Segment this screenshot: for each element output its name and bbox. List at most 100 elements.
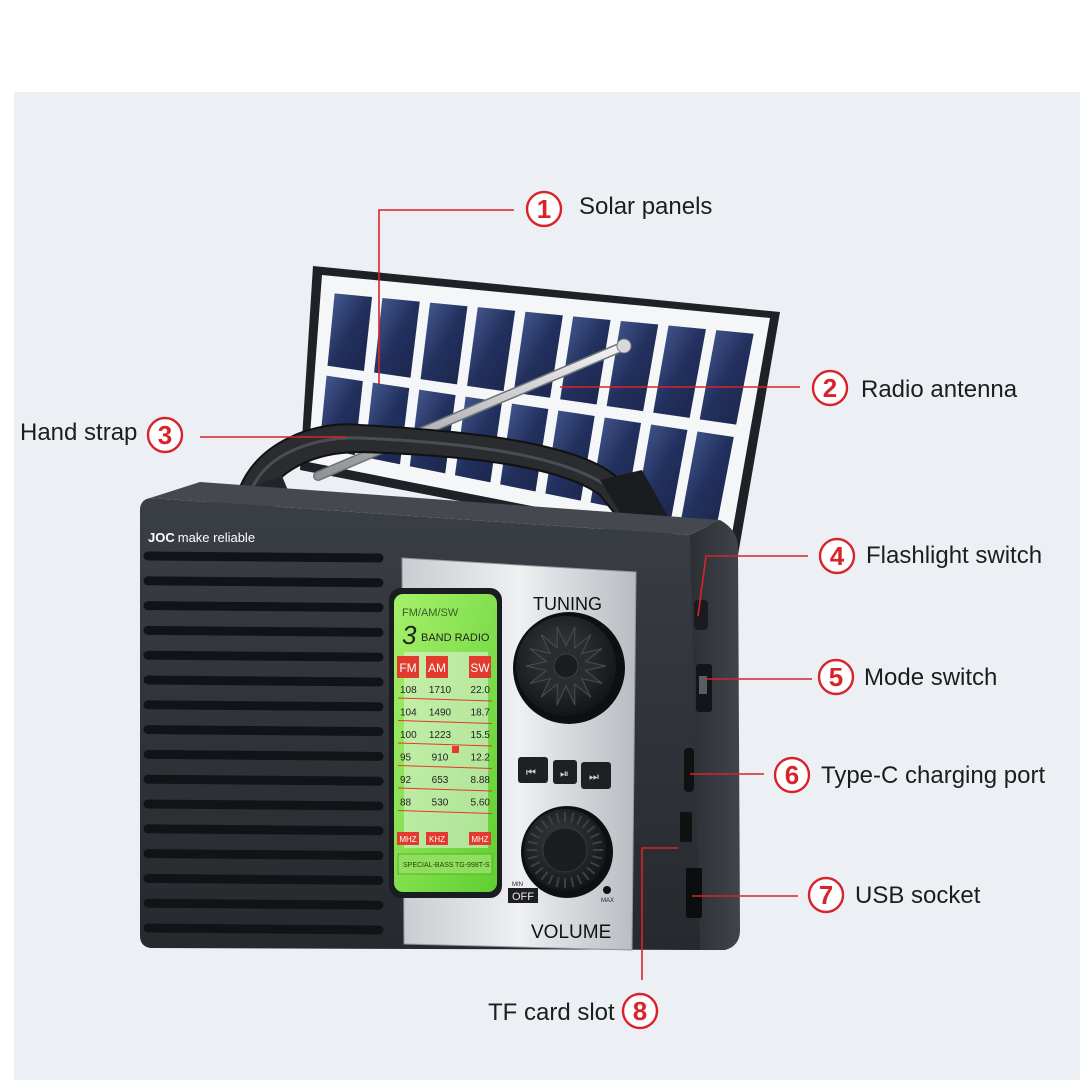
off-label: OFF [512, 891, 534, 903]
grille-slot-row [143, 725, 385, 737]
unit-label: MHZ [399, 835, 416, 844]
callout-label-radio-antenna: Radio antenna [861, 376, 1018, 403]
sw-scale-value: 12.2 [471, 753, 491, 764]
callout-6: 6 Type-C charging port [773, 756, 1045, 794]
volume-knob-ridge [581, 871, 590, 881]
tuning-knob[interactable] [513, 612, 625, 724]
solar-cell [327, 293, 373, 372]
volume-knob-ridge [570, 812, 575, 823]
band-badge [397, 656, 419, 678]
callout-4: 4 Flashlight switch [818, 537, 1042, 575]
volume-knob-ridge [530, 861, 541, 868]
scale-line [397, 765, 493, 769]
volume-knob-ridge [534, 866, 544, 875]
volume-knob-ridge [586, 866, 596, 875]
band-badge [469, 656, 491, 678]
previous-button[interactable] [518, 757, 548, 783]
callout-label-type-c-port: Type-C charging port [821, 762, 1045, 789]
am-scale-value: 653 [432, 775, 449, 786]
callout-label-usb-socket: USB socket [855, 882, 981, 909]
volume-knob-cap [542, 827, 588, 873]
callout-7: 7 USB socket [807, 876, 981, 914]
volume-knob-ridge [576, 874, 583, 885]
sw-scale-value: 8.88 [471, 775, 491, 786]
volume-knob-ridge [570, 877, 575, 888]
scale-line [397, 720, 493, 724]
sw-scale-value: 18.7 [471, 708, 491, 719]
tf-card-slot[interactable] [680, 812, 692, 842]
callout-label-mode-switch: Mode switch [864, 664, 997, 691]
volume-knob-ridge [581, 819, 590, 829]
band-badge [426, 656, 448, 678]
volume-knob-ridge [576, 815, 583, 826]
dial-band-label: BAND RADIO [421, 632, 490, 644]
fm-scale-value: 88 [400, 798, 412, 809]
flashlight-switch[interactable] [694, 600, 708, 630]
fm-scale-value: 95 [400, 753, 412, 764]
callout-2: 2 Radio antenna [811, 369, 1018, 407]
callout-number: 3 [158, 420, 172, 450]
grille-slot-row [143, 576, 385, 588]
solar-cell [374, 298, 420, 378]
scale-line [397, 742, 493, 747]
callout-number: 8 [633, 996, 647, 1026]
grille-slot-row [143, 700, 385, 712]
solar-cell [699, 330, 754, 425]
play-pause-button[interactable] [553, 760, 577, 784]
sw-scale-value: 5.60 [471, 798, 491, 809]
unit-badge [426, 832, 448, 845]
callout-number: 6 [785, 760, 799, 790]
grille-slot-row [143, 873, 385, 885]
am-scale-value: 530 [432, 798, 449, 809]
previous-icon: ⏮ [526, 767, 536, 779]
dial-footer-left: SPECIAL-BASS [403, 862, 454, 869]
fm-scale-value: 92 [400, 775, 412, 786]
volume-knob-ridge [586, 825, 596, 834]
volume-knob-ridge [555, 877, 560, 888]
type-c-port[interactable] [684, 748, 694, 792]
band-label-sw: SW [470, 661, 490, 675]
volume-knob-ridge [534, 825, 544, 834]
band-label-am: AM [428, 661, 446, 675]
unit-label: MHZ [471, 835, 488, 844]
solar-cell [467, 307, 516, 392]
volume-label: VOLUME [531, 922, 611, 943]
scale-line [397, 787, 493, 792]
leader-lines [200, 209, 812, 980]
next-button[interactable] [581, 762, 611, 789]
min-label: MIN [512, 882, 523, 888]
callout-8: TF card slot 8 [488, 992, 659, 1030]
volume-knob-ridge [555, 812, 560, 823]
callout-label-hand-strap: Hand strap [20, 419, 137, 446]
grille-slot-row [143, 625, 385, 637]
solar-cell [653, 325, 706, 418]
grille-slot-row [143, 824, 385, 836]
leader-solar-panels [378, 209, 514, 384]
grille-slot-row [143, 749, 385, 761]
usb-socket[interactable] [686, 868, 702, 918]
sw-scale-value: 22.0 [471, 685, 491, 696]
volume-knob-ridge [530, 832, 541, 839]
volume-knob-ridge [527, 855, 538, 860]
scale-line [397, 810, 493, 814]
playback-buttons: ⏮ ⏯ ⏭ [518, 757, 611, 789]
dial-big-digit: 3 [402, 620, 417, 650]
callout-label-solar-panels: Solar panels [579, 193, 712, 220]
radio-antenna [313, 338, 632, 481]
callout-5: 5 Mode switch [817, 658, 997, 696]
callout-number: 7 [819, 880, 833, 910]
tuning-indicator [452, 746, 459, 753]
play-pause-icon: ⏯ [560, 768, 569, 780]
volume-knob[interactable] [521, 806, 613, 898]
dial-header: FM/AM/SW [402, 607, 459, 619]
grille-slot-row [143, 650, 385, 662]
callout-1: 1 Solar panels [525, 190, 712, 228]
callout-3: Hand strap 3 [20, 416, 184, 454]
leader-flashlight-switch [697, 555, 808, 617]
grille-slot-row [143, 601, 385, 613]
speaker-grille [143, 551, 385, 935]
solar-cell [680, 431, 734, 528]
